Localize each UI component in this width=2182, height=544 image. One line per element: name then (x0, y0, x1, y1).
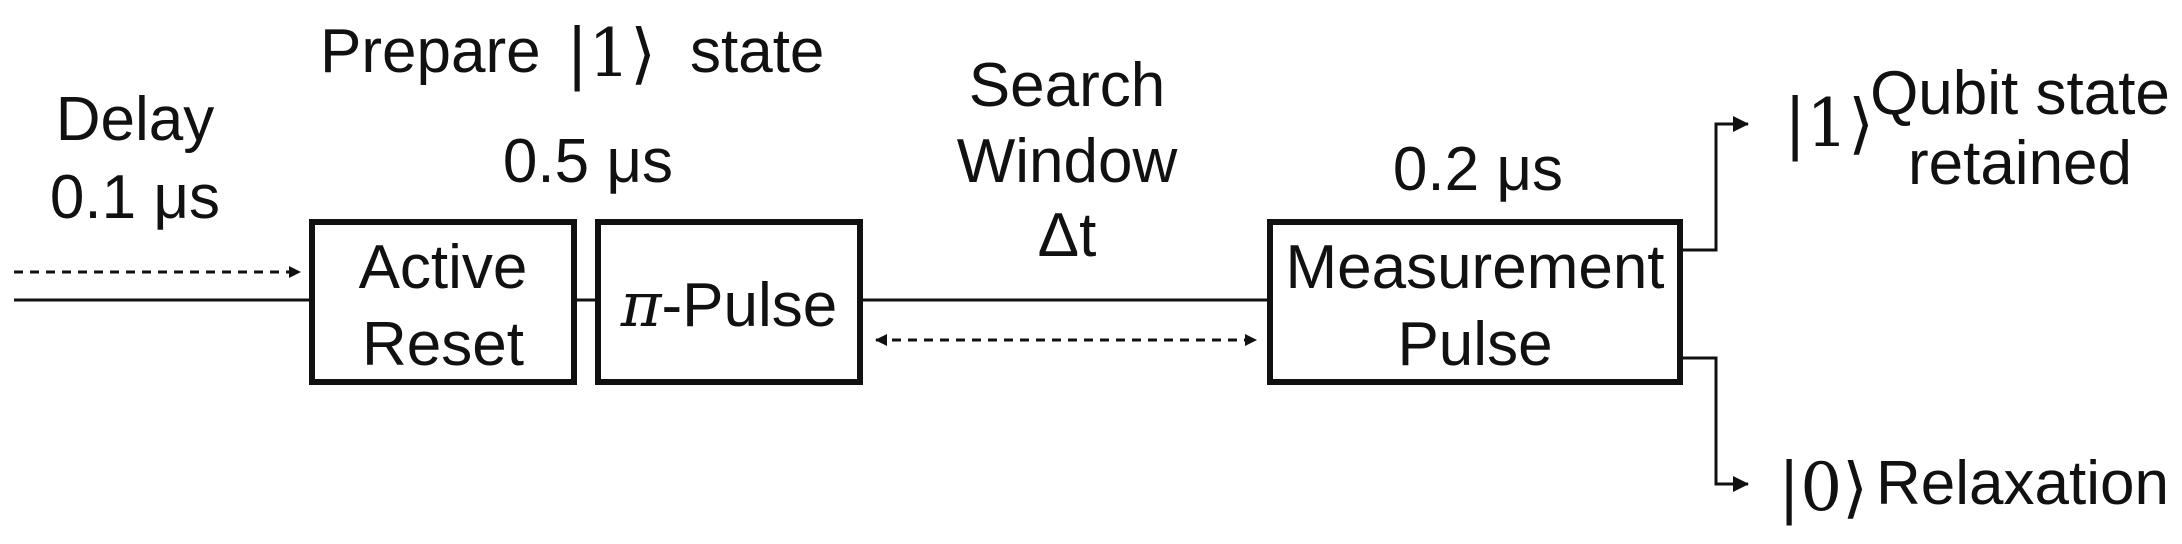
active-reset-line1: Active (359, 233, 528, 302)
search-window-delta-t: Δt (1038, 201, 1097, 270)
search-window-line2: Window (957, 127, 1178, 196)
delay-label: Delay (56, 85, 215, 154)
relaxation-branch (1680, 356, 1749, 492)
retained-ket: |1⟩ (1784, 85, 1874, 162)
measurement-line2: Pulse (1397, 310, 1552, 379)
prepare-state-label: state (690, 17, 824, 86)
measurement-pulse-box (1267, 219, 1683, 385)
retained-line1: Qubit state (1870, 59, 2170, 128)
search-window-line1: Search (969, 51, 1165, 120)
measurement-duration-label: 0.2 μs (1393, 135, 1563, 204)
measurement-line1: Measurement (1285, 233, 1664, 302)
pi-pulse-box (595, 219, 863, 385)
pi-pulse-text: -Pulse (662, 271, 838, 340)
delay-duration: 0.1 μs (50, 163, 220, 232)
active-reset-box (309, 219, 577, 385)
retained-branch (1680, 116, 1749, 252)
relaxation-label: Relaxation (1876, 449, 2169, 518)
relaxation-ket: |0⟩ (1778, 449, 1868, 526)
retained-line2: retained (1908, 129, 2132, 198)
pi-symbol: π (620, 268, 663, 341)
prepare-label: Prepare (320, 17, 541, 86)
pi-pulse-label: π-Pulse (620, 268, 838, 341)
prep-duration-label: 0.5 μs (503, 127, 673, 196)
active-reset-line2: Reset (362, 310, 524, 379)
prepare-ket: |1⟩ (566, 15, 656, 92)
